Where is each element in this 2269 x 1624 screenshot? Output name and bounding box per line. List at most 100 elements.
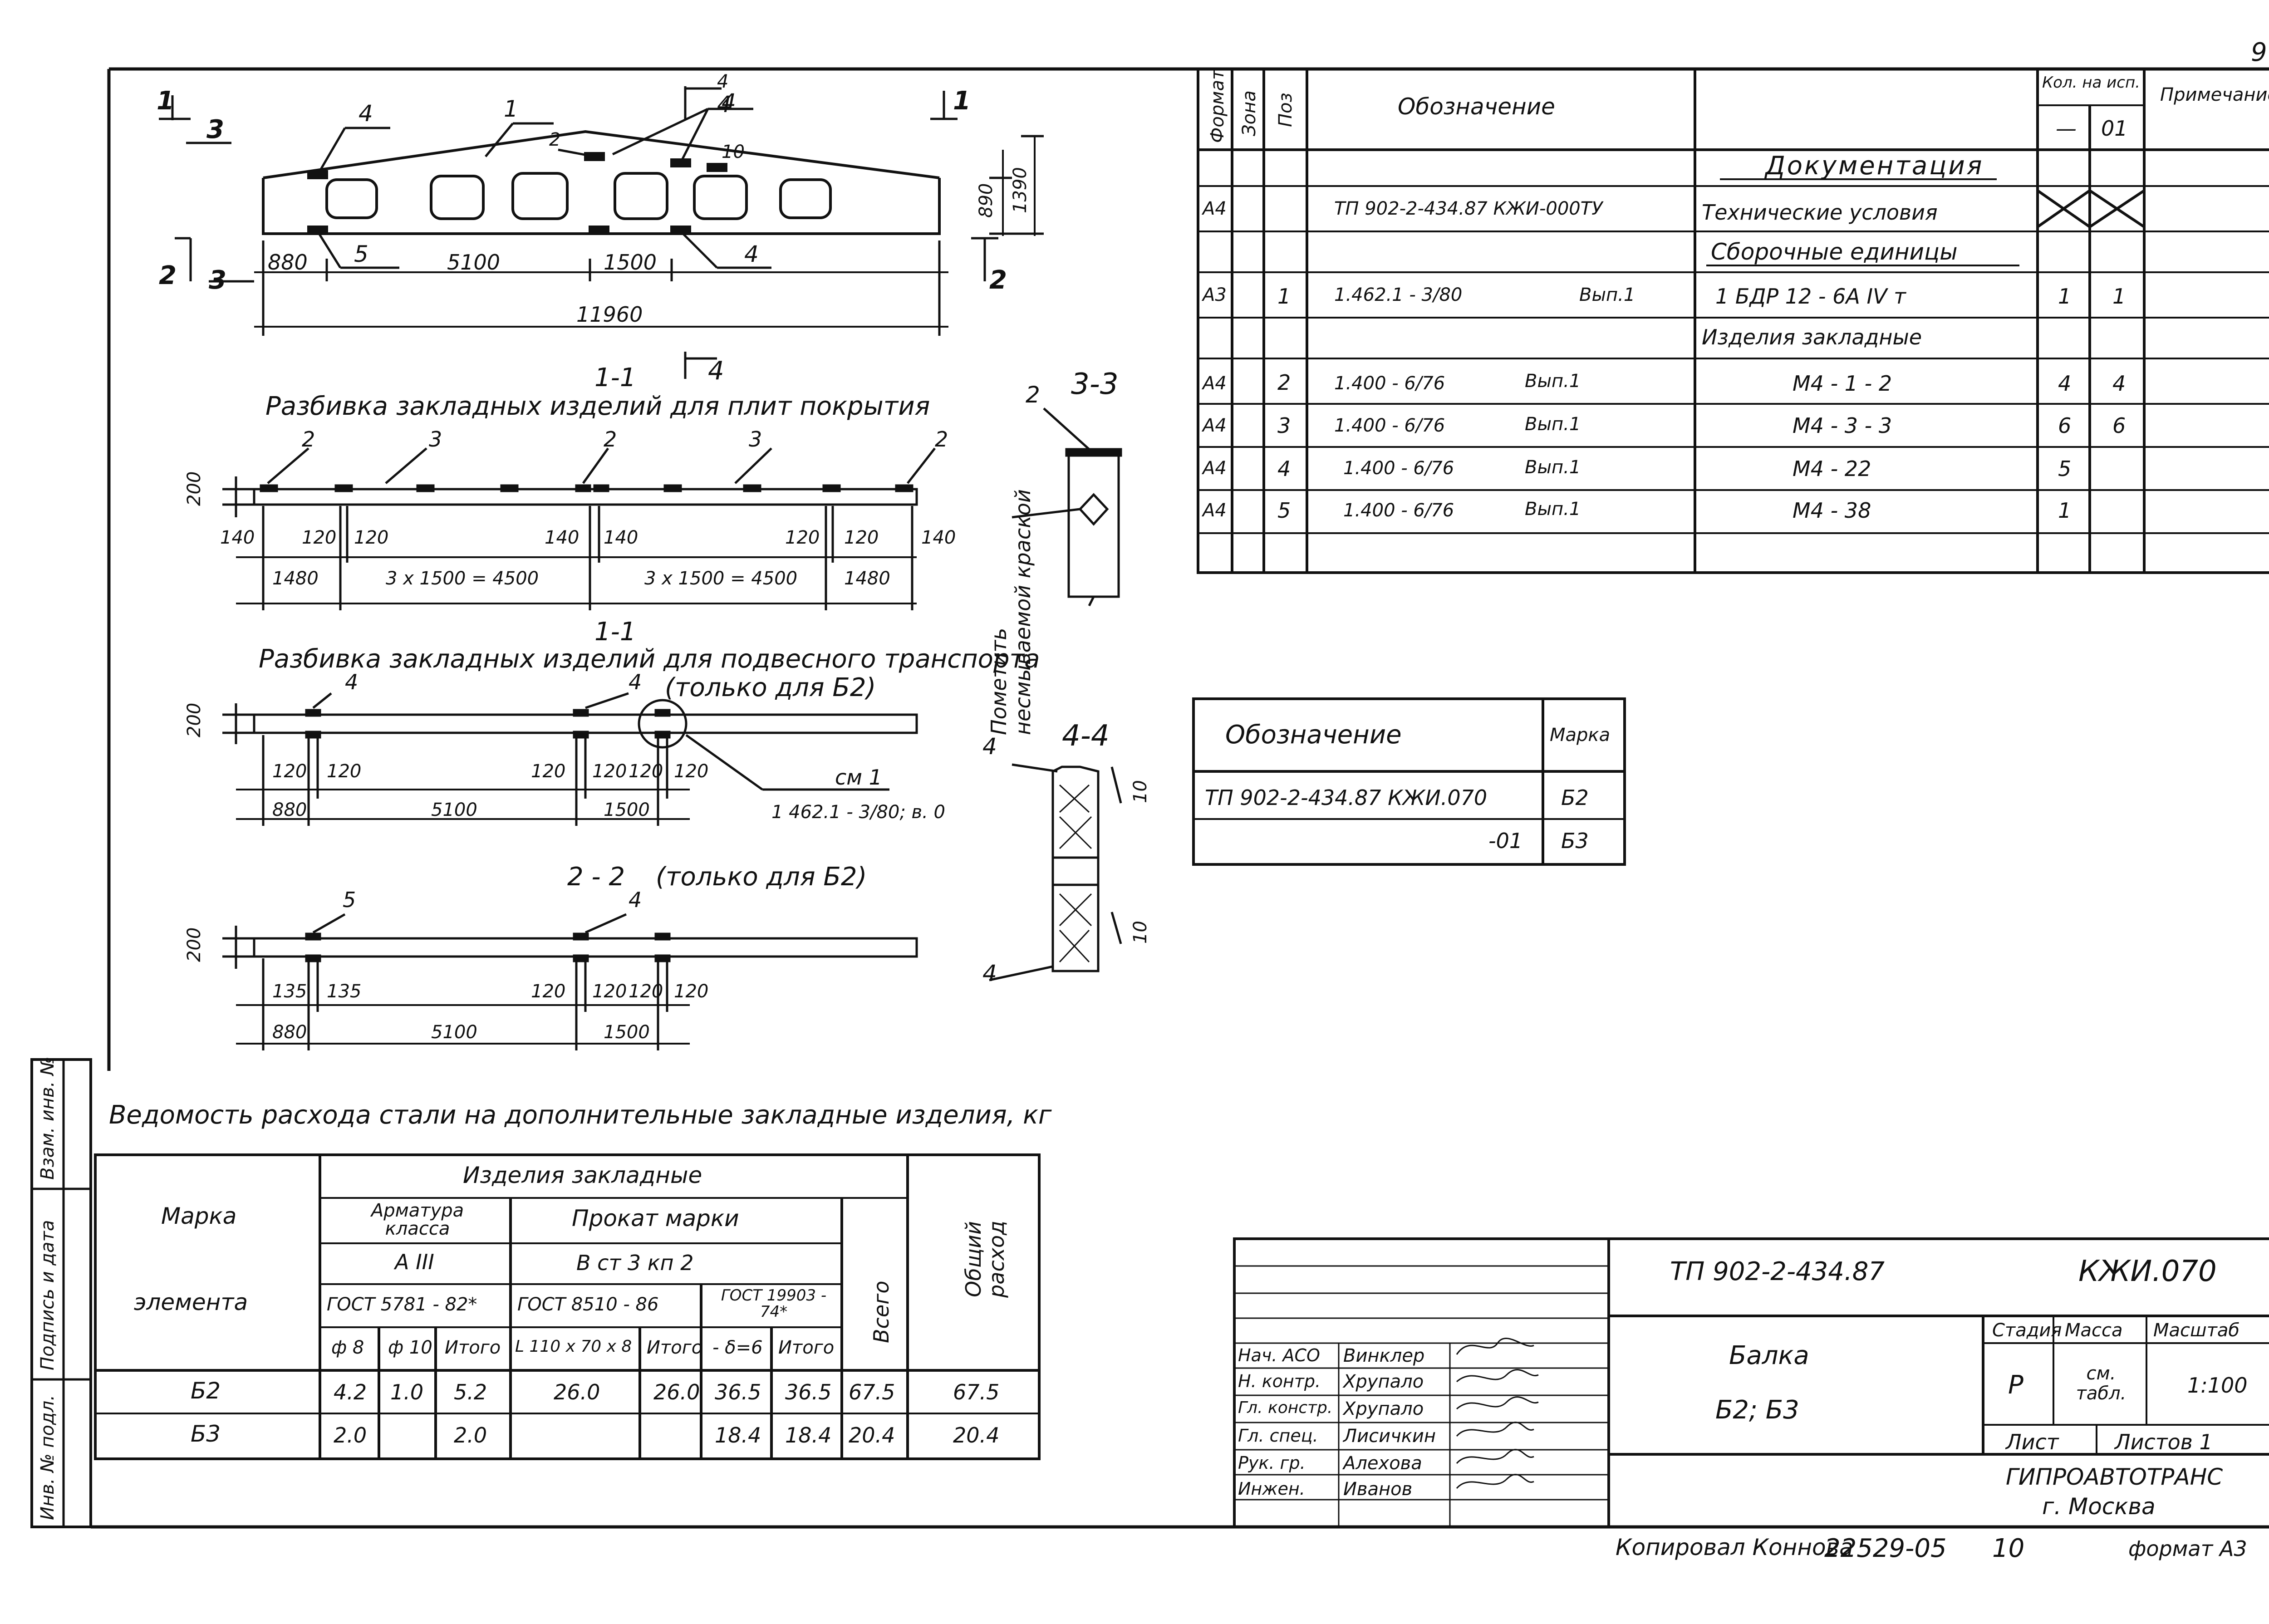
view-1-1-a-linework [222,447,936,610]
spec-row-6-q1: 4 [2058,371,2072,396]
spec-row-9-issue: Вып.1 [1525,499,1581,520]
view-1-1-b-dim-small-1: 120 [272,761,307,782]
spec-row-8-format: А4 [1203,458,1227,479]
steel-table-h-mark: Марка [161,1203,237,1229]
view-1-1-b-subtitle: (только для Б2) [665,673,876,702]
steel-table-h-overall: Общий расход [961,1221,1009,1298]
spec-row-6-q2: 4 [2112,371,2126,396]
steel-table-sub-6: - δ=6 [712,1337,763,1358]
steel-table-row-1-v3: 5.2 [454,1380,487,1404]
view-2-2-dim-small-2: 135 [327,981,362,1002]
title-stage-header: Стадия [1992,1320,2062,1341]
view-1-1-b-dim-large-3: 1500 [604,800,650,820]
spec-table-lines [1197,68,2269,574]
spec-row-8-pos: 4 [1277,456,1291,481]
steel-table-h-rolled-grade: В ст 3 кп 2 [576,1251,694,1275]
title-person-3: Хрупало [1343,1398,1424,1419]
section-mark-3-bottom: 3 [209,265,226,295]
callout-pos-2: 2 [549,129,561,150]
spec-row-7-issue: Вып.1 [1525,414,1581,435]
view-1-1-a-pos-3a: 3 [429,427,442,451]
steel-table-h-gost19903: ГОСТ 19903 - 74* [721,1286,827,1321]
view-1-1-b-dim-small-3: 120 [531,761,566,782]
view-2-2-pos-4: 4 [629,888,642,912]
mark-table-row-1-mark: Б2 [1561,785,1589,810]
view-1-1-a-dim-large-1: 1480 [272,568,319,589]
view-4-4-dim-bottom: 10 [1130,921,1151,944]
page-number: 9 [2251,38,2267,67]
steel-table-title: Ведомость расхода стали на дополнительны… [109,1100,1052,1130]
view-1-1-a-dim-large-3: 3 x 1500 = 4500 [644,568,798,589]
title-person-5: Алехова [1343,1453,1422,1474]
steel-table-sub-2: ф 10 [388,1337,432,1358]
view-2-2-linework [222,913,918,1050]
spec-row-4-pos: 1 [1277,284,1291,309]
spec-header-qty-2: 01 [2101,116,2128,141]
view-1-1-a-pos-3b: 3 [749,427,762,451]
steel-table-row-2-v3: 2.0 [454,1423,487,1447]
title-sheet-header: Лист [2006,1430,2059,1454]
view-2-2-dim-large-1: 880 [272,1022,307,1043]
steel-table-row-1-v6: 36.5 [715,1380,761,1404]
steel-table-row-1-v4: 26.0 [554,1380,600,1404]
spec-header-qty: Кол. на исп. [2042,74,2140,92]
view-3-3-linework [1012,407,1122,607]
steel-table-row-2-v6: 18.4 [715,1423,761,1447]
steel-table-row-1-v1: 4.2 [334,1380,367,1404]
title-role-4: Гл. спец. [1238,1426,1318,1446]
dim-1500: 1500 [604,250,657,275]
view-1-1-b-dim-small-6: 120 [674,761,709,782]
steel-table-row-2-v8: 20.4 [849,1423,895,1447]
steel-table-sub-5: Итого [647,1337,703,1358]
steel-table-row-2-v7: 18.4 [785,1423,832,1447]
spec-row-6-designation: 1.400 - 6/76 [1334,373,1445,394]
footer-copied: Копировал Коннова [1616,1534,1853,1560]
spec-section-embedded: Изделия закладные [1702,325,1922,349]
callout-dim-10: 10 [722,142,745,162]
title-mass: см. табл. [2076,1363,2127,1404]
view-3-3-pos: 2 [1026,382,1040,408]
steel-table-row-2-v9: 20.4 [953,1423,1000,1447]
spec-row-7-name: М4 - 3 - 3 [1793,413,1892,438]
view-3-3-note: Пометить несмываемой краской [987,489,1035,735]
title-scale: 1:100 [2187,1373,2248,1398]
mark-table-lines [1192,697,1626,866]
title-doc-code: ТП 902-2-434.87 [1670,1257,1885,1286]
mark-table-header-designation: Обозначение [1225,720,1402,750]
spec-row-8-q1: 5 [2058,456,2072,481]
view-4-4-dim-top: 10 [1130,780,1151,803]
view-1-1-b-dim-small-5: 120 [629,761,663,782]
callout-pos-4a: 4 [359,100,373,127]
spec-row-4-name: 1 БДР 12 - 6А IV т [1715,284,1906,309]
view-4-4-pos-bottom: 4 [982,960,997,986]
dim-890: 890 [976,183,997,218]
spec-row-9-format: А4 [1203,500,1227,521]
view-1-1-a-dim-large-2: 3 x 1500 = 4500 [386,568,539,589]
spec-row-4-designation: 1.462.1 - 3/80 [1334,285,1463,305]
steel-table-h-gost8510: ГОСТ 8510 - 86 [517,1294,659,1315]
spec-section-assemblies: Сборочные единицы [1711,239,1958,265]
steel-table-h-element: элемента [134,1289,248,1315]
signatures [1456,1338,1539,1489]
spec-row-9-pos: 5 [1277,498,1291,523]
view-1-1-a-dim-small-7: 120 [844,527,879,548]
steel-table-row-1-v8: 67.5 [849,1380,895,1404]
spec-header-note: Примечание [2160,84,2269,105]
mark-table-row-2-designation: -01 [1488,829,1523,853]
dim-1390: 1390 [1010,167,1031,213]
view-2-2-label: 2 - 2 [567,862,625,892]
mark-table-header-mark: Марка [1550,725,1611,746]
title-person-1: Винклер [1343,1345,1425,1366]
spec-row-2-designation: ТП 902-2-434.87 КЖИ-000ТУ [1334,198,1603,219]
side-stamp-inventory: Инв. № подл. [37,1395,58,1520]
title-person-2: Хрупало [1343,1371,1424,1392]
steel-table-row-2-v1: 2.0 [334,1423,367,1447]
view-2-2-subtitle: (только для Б2) [656,862,867,892]
title-sheets-header: Листов 1 [2115,1430,2213,1454]
view-1-1-a-dim-200: 200 [184,471,205,506]
view-1-1-a-label: 1-1 [594,363,636,393]
spec-row-4-issue: Вып.1 [1579,285,1635,305]
view-1-1-a-dim-small-2: 120 [302,527,337,548]
view-2-2-pos-5: 5 [343,888,356,912]
title-person-6: Иванов [1343,1479,1413,1500]
